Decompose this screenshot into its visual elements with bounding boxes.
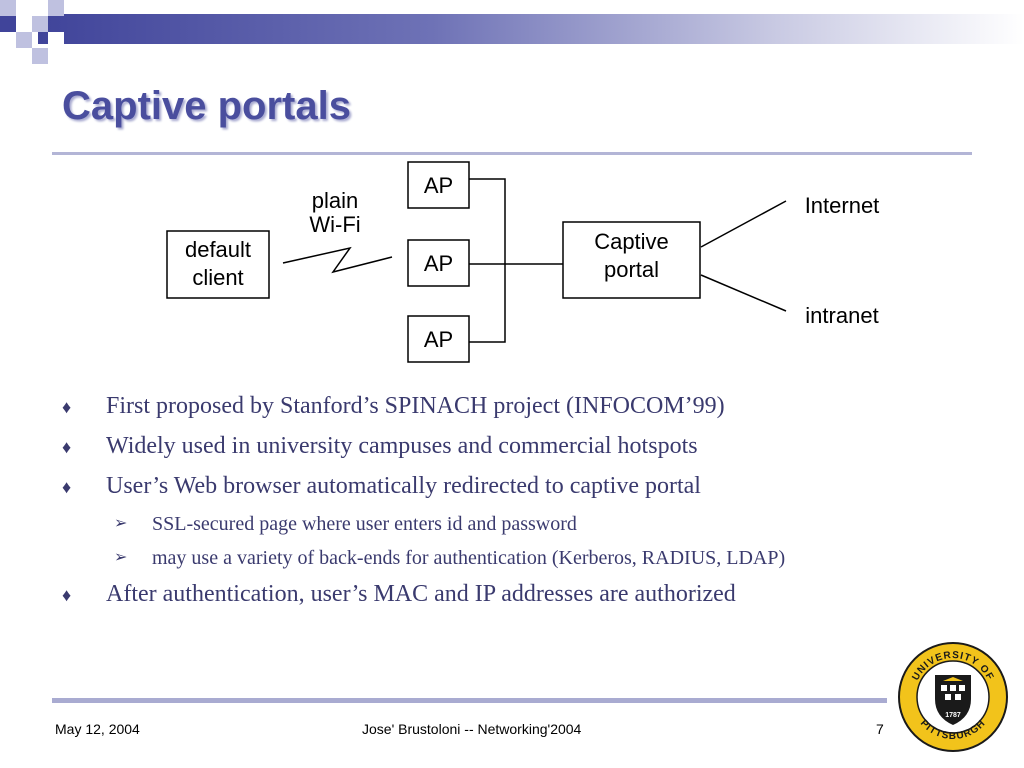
- connector-lines: [469, 178, 787, 343]
- bullet-text: After authentication, user’s MAC and IP …: [106, 581, 736, 607]
- header-gradient-bar: [38, 14, 1024, 44]
- footer-divider: [52, 698, 887, 703]
- wireless-link-icon: [282, 246, 393, 274]
- bullet-text: First proposed by Stanford’s SPINACH pro…: [106, 393, 725, 419]
- ap-label: AP: [424, 173, 453, 198]
- ap-box: AP: [407, 239, 470, 287]
- seal-shield: [935, 675, 971, 725]
- page-title: Captive portals: [62, 84, 351, 128]
- page-number: 7: [876, 721, 884, 737]
- client-label-line1: default: [185, 237, 251, 262]
- portal-label-line1: Captive: [594, 229, 669, 254]
- link-label-line2: Wi-Fi: [309, 212, 360, 237]
- bullet-list: ♦ First proposed by Stanford’s SPINACH p…: [62, 390, 892, 618]
- diamond-bullet-icon: ♦: [62, 437, 72, 457]
- ap-box: AP: [407, 315, 470, 363]
- arrow-bullet-icon: ➢: [114, 549, 128, 566]
- footer-date: May 12, 2004: [55, 721, 140, 737]
- diamond-bullet-icon: ♦: [62, 585, 72, 605]
- bullet-item: ♦ User’s Web browser automatically redir…: [62, 470, 892, 502]
- sub-bullet-text: SSL-secured page where user enters id an…: [152, 513, 577, 535]
- university-seal-icon: UNIVERSITY OF PITTSBURGH 1787: [898, 642, 1008, 752]
- network-diagram: default client plain Wi-Fi AP AP AP Capt…: [166, 161, 880, 363]
- arrow-bullet-icon: ➢: [114, 515, 128, 532]
- link-label-line1: plain: [312, 188, 358, 213]
- bullet-item: ♦ Widely used in university campuses and…: [62, 430, 892, 462]
- intranet-label: intranet: [805, 303, 878, 328]
- bullet-item: ♦ First proposed by Stanford’s SPINACH p…: [62, 390, 892, 422]
- bullet-item: ♦ After authentication, user’s MAC and I…: [62, 578, 892, 610]
- captive-portal-box: Captive portal: [562, 221, 701, 299]
- ap-label: AP: [424, 251, 453, 276]
- sub-bullet-item: ➢ SSL-secured page where user enters id …: [62, 510, 892, 538]
- title-divider: [52, 152, 972, 155]
- diamond-bullet-icon: ♦: [62, 477, 72, 497]
- ap-box: AP: [407, 161, 470, 209]
- sub-bullet-item: ➢ may use a variety of back-ends for aut…: [62, 544, 892, 572]
- client-label-line2: client: [192, 265, 243, 290]
- internet-label: Internet: [805, 193, 880, 218]
- default-client-box: default client: [166, 230, 270, 299]
- portal-label-line2: portal: [604, 257, 659, 282]
- sub-bullet-text: may use a variety of back-ends for authe…: [152, 547, 786, 569]
- seal-year: 1787: [945, 712, 961, 719]
- footer-center: Jose' Brustoloni -- Networking'2004: [362, 721, 582, 737]
- diamond-bullet-icon: ♦: [62, 397, 72, 417]
- bullet-text: Widely used in university campuses and c…: [106, 433, 698, 459]
- bullet-text: User’s Web browser automatically redirec…: [106, 473, 701, 499]
- ap-label: AP: [424, 327, 453, 352]
